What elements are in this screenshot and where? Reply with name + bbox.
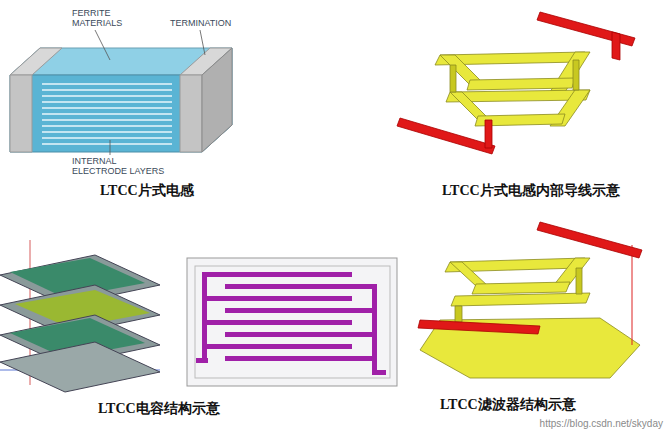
termination-label: TERMINATION	[170, 18, 240, 28]
chip-inductor-figure	[10, 30, 232, 155]
filter-structure-figure	[418, 222, 642, 378]
material-label: FERRITE MATERIALS	[72, 8, 132, 28]
watermark: https://blog.csdn.net/skyday	[540, 418, 663, 429]
capacitor-plate-figure	[0, 240, 160, 392]
figure-caption: LTCC片式电感	[100, 182, 194, 200]
electrode-label: INTERNAL ELECTRODE LAYERS	[72, 156, 167, 176]
figure-caption: LTCC片式电感内部导线示意	[442, 182, 620, 200]
inductor-conductor-figure	[397, 12, 635, 154]
figure-caption: LTCC滤波器结构示意	[440, 396, 576, 414]
figure-caption: LTCC电容结构示意	[98, 400, 220, 418]
interdigital-capacitor-figure	[187, 258, 397, 386]
